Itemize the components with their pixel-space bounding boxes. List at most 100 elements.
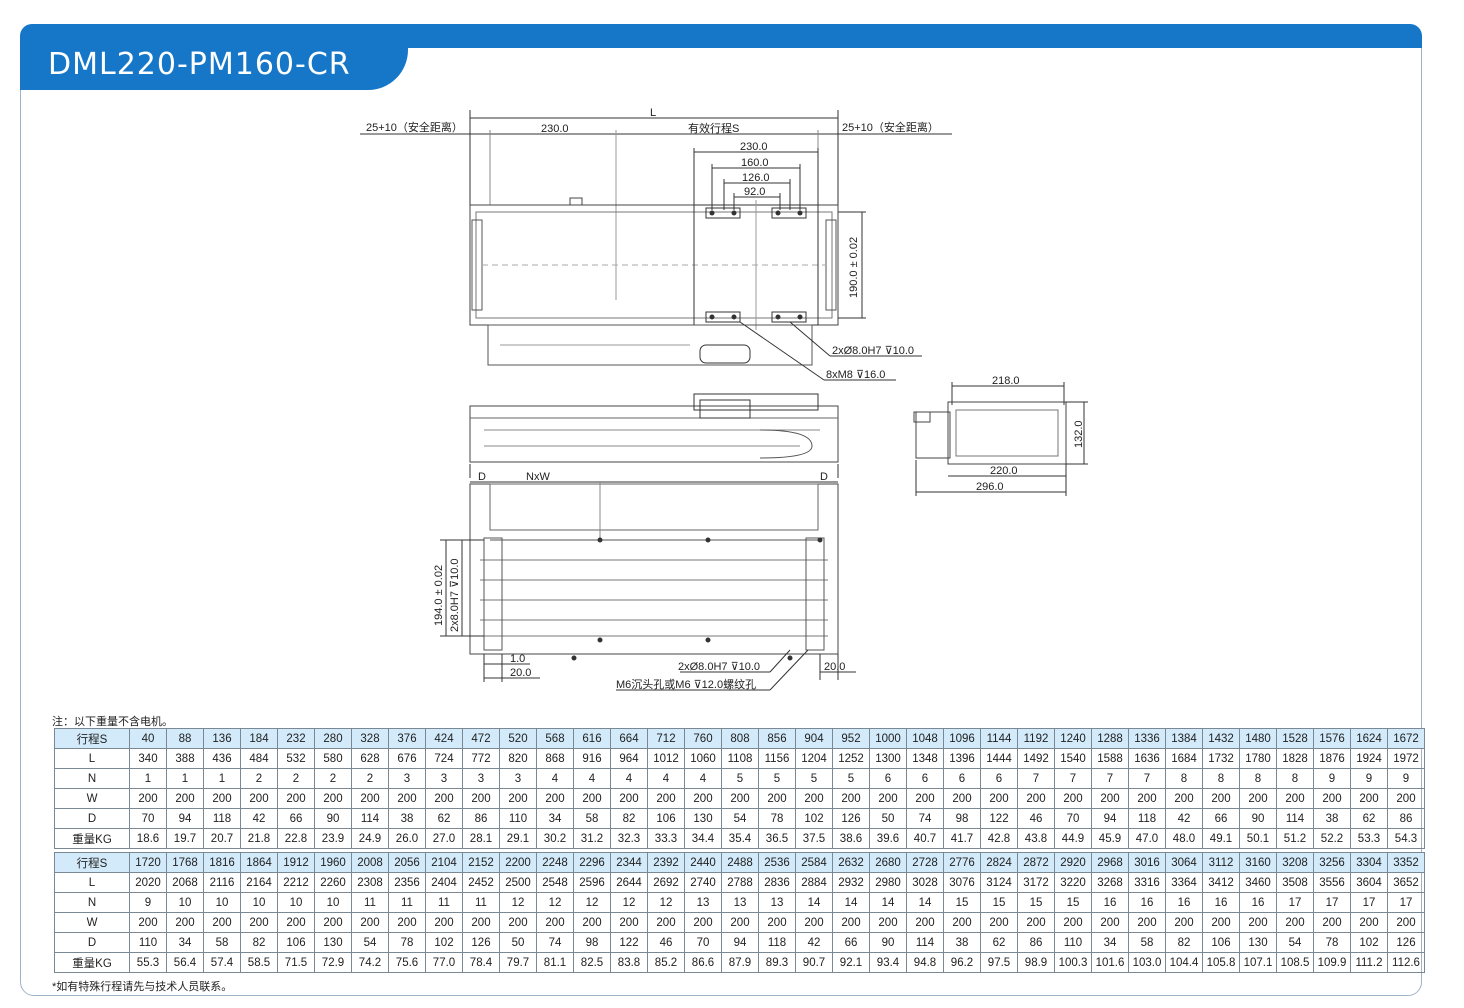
table-cell: 74 xyxy=(906,808,944,829)
table-cell: 424 xyxy=(425,728,463,749)
table-cell: 520 xyxy=(499,728,537,749)
table-cell: 90 xyxy=(314,808,352,829)
table-cell: 114 xyxy=(351,808,389,829)
table-cell: 2020 xyxy=(129,872,167,893)
table-cell: 200 xyxy=(869,912,907,933)
table-cell: 3124 xyxy=(980,872,1018,893)
table-cell: 1012 xyxy=(647,748,685,769)
table-cell: 82 xyxy=(1165,932,1203,953)
table-cell: 200 xyxy=(1165,912,1203,933)
table-cell: 436 xyxy=(203,748,241,769)
weight-note: 注：以下重量不含电机。 xyxy=(52,716,173,728)
table-cell: 98.9 xyxy=(1017,952,1055,973)
table-cell: 6 xyxy=(943,768,981,789)
m6-note-label: M6沉头孔或M6 ⊽12.0螺纹孔 xyxy=(616,677,756,691)
table-cell: 200 xyxy=(277,788,315,809)
table-cell: 3 xyxy=(499,768,537,789)
table-cell: 2164 xyxy=(240,872,278,893)
dim-230-body: 230.0 xyxy=(541,123,569,135)
table-cell: 106 xyxy=(647,808,685,829)
table-cell: 94 xyxy=(721,932,759,953)
table-cell: 2836 xyxy=(758,872,796,893)
table-cell: 1444 xyxy=(980,748,1018,769)
table-cell: 98 xyxy=(573,932,611,953)
table-cell: 41.7 xyxy=(943,828,981,849)
table-cell: 200 xyxy=(610,912,648,933)
table-cell: 126 xyxy=(832,808,870,829)
table-cell: 77.0 xyxy=(425,952,463,973)
base-pin-label: 2x8.0H7 ⊽10.0 xyxy=(449,559,461,633)
table-cell: 12 xyxy=(647,892,685,913)
table-cell: 37.5 xyxy=(795,828,833,849)
table-cell: 46 xyxy=(1017,808,1055,829)
table-cell: 51.2 xyxy=(1276,828,1314,849)
table-cell: 4 xyxy=(610,768,648,789)
table-cell: 71.5 xyxy=(277,952,315,973)
row-label: 重量KG xyxy=(54,952,130,973)
table-cell: 24.9 xyxy=(351,828,389,849)
row-label: N xyxy=(54,768,130,789)
table-cell: 90 xyxy=(869,932,907,953)
table-cell: 10 xyxy=(166,892,204,913)
table-cell: 74 xyxy=(536,932,574,953)
table-cell: 1300 xyxy=(869,748,907,769)
table-cell: 100.3 xyxy=(1054,952,1092,973)
table-cell: 3316 xyxy=(1128,872,1166,893)
table-cell: 7 xyxy=(1091,768,1129,789)
end-view xyxy=(913,382,1088,496)
table-cell: 820 xyxy=(499,748,537,769)
table-cell: 200 xyxy=(536,912,574,933)
table-cell: 1096 xyxy=(943,728,981,749)
table-cell: 42 xyxy=(795,932,833,953)
table-cell: 110 xyxy=(499,808,537,829)
table-cell: 568 xyxy=(536,728,574,749)
table-cell: 200 xyxy=(1350,788,1388,809)
table-cell: 388 xyxy=(166,748,204,769)
table-cell: 1960 xyxy=(314,852,352,873)
table-cell: 54 xyxy=(351,932,389,953)
table-cell: 15 xyxy=(1017,892,1055,913)
table-cell: 9 xyxy=(1387,768,1425,789)
table-cell: 1768 xyxy=(166,852,204,873)
safety-distance-right: 25+10（安全距离） xyxy=(842,120,939,134)
table-cell: 94.8 xyxy=(906,952,944,973)
table-cell: 1864 xyxy=(240,852,278,873)
table-cell: 200 xyxy=(1017,788,1055,809)
table-cell: 10 xyxy=(203,892,241,913)
table-cell: 4 xyxy=(536,768,574,789)
dim-carriage-92: 92.0 xyxy=(744,186,765,198)
table-cell: 9 xyxy=(1313,768,1351,789)
table-cell: 102 xyxy=(795,808,833,829)
table-cell: 3 xyxy=(462,768,500,789)
table-cell: 200 xyxy=(1054,788,1092,809)
table-cell: 616 xyxy=(573,728,611,749)
table-cell: 114 xyxy=(906,932,944,953)
table-cell: 2632 xyxy=(832,852,870,873)
table-cell: 2104 xyxy=(425,852,463,873)
table-cell: 200 xyxy=(869,788,907,809)
table-cell: 70 xyxy=(684,932,722,953)
table-cell: 1288 xyxy=(1091,728,1129,749)
table-cell: 43.8 xyxy=(1017,828,1055,849)
dim-end-218: 218.0 xyxy=(992,375,1020,387)
table-cell: 16 xyxy=(1165,892,1203,913)
table-cell: 122 xyxy=(610,932,648,953)
table-cell: 86 xyxy=(1387,808,1425,829)
table-cell: 916 xyxy=(573,748,611,769)
table-cell: 2152 xyxy=(462,852,500,873)
table-cell: 200 xyxy=(721,788,759,809)
table-cell: 328 xyxy=(351,728,389,749)
table-cell: 2 xyxy=(314,768,352,789)
table-cell: 200 xyxy=(795,912,833,933)
table-cell: 2308 xyxy=(351,872,389,893)
table-cell: 3076 xyxy=(943,872,981,893)
row-label: D xyxy=(54,808,130,829)
table-cell: 200 xyxy=(684,788,722,809)
table-cell: 3 xyxy=(425,768,463,789)
table-cell: 1636 xyxy=(1128,748,1166,769)
table-cell: 88 xyxy=(166,728,204,749)
table-cell: 200 xyxy=(314,912,352,933)
